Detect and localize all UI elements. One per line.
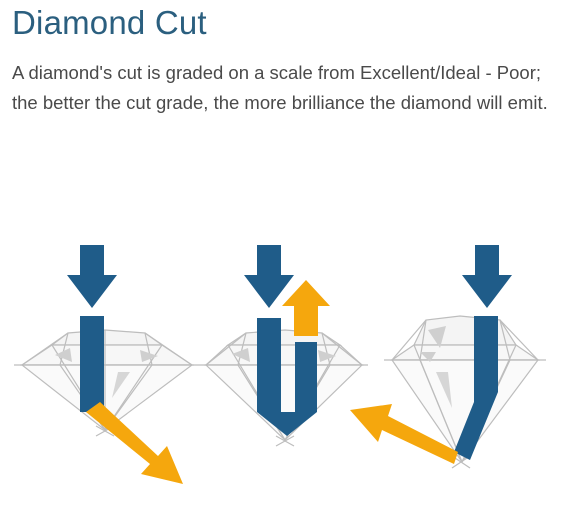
escaping-light-arrow: [350, 404, 458, 464]
light-beam: [80, 316, 104, 412]
deep-cut-panel: [350, 245, 546, 469]
page-title: Diamond Cut: [12, 4, 207, 41]
ideal-diamond-icon: [200, 329, 368, 447]
incoming-light-arrow: [67, 245, 117, 308]
escaping-light-arrow: [86, 402, 183, 484]
escaping-light-arrow: [282, 280, 330, 336]
incoming-light-arrow: [244, 245, 294, 308]
light-beam: [257, 318, 317, 436]
cut-description: A diamond's cut is graded on a scale fro…: [12, 62, 548, 113]
incoming-light-arrow: [462, 245, 512, 308]
shallow-diamond-icon: [14, 329, 200, 437]
shallow-cut-panel: [14, 245, 200, 484]
light-beam: [454, 316, 498, 460]
ideal-cut-panel: [200, 245, 368, 447]
